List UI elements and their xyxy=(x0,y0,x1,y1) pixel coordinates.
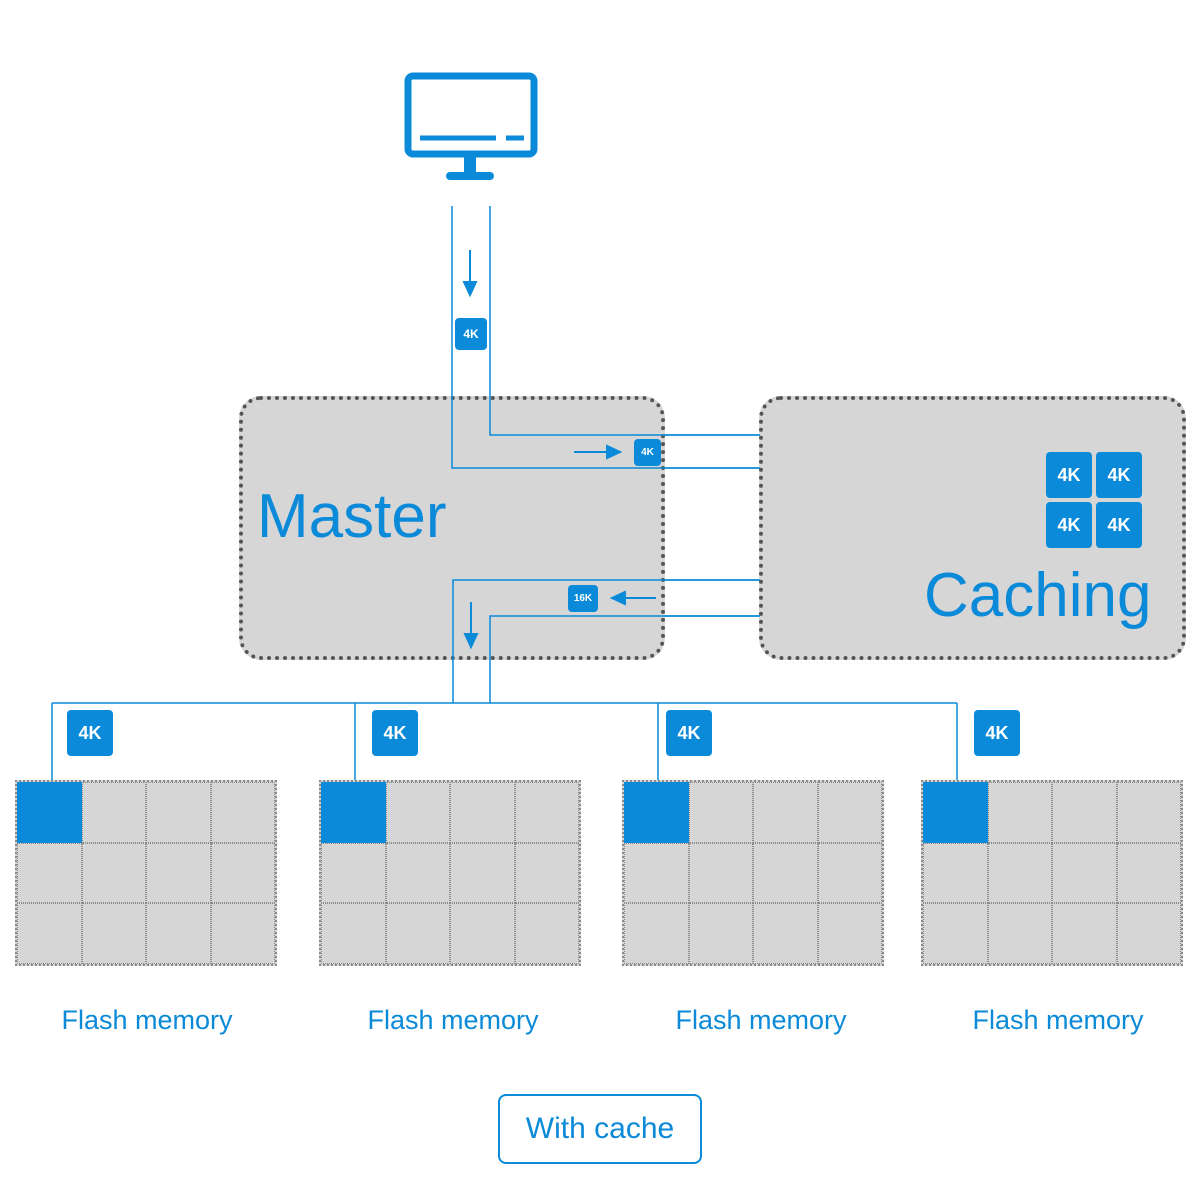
flash-cell xyxy=(753,842,818,904)
flash-cell-written xyxy=(321,782,386,843)
flash-cell xyxy=(688,782,753,843)
flash-cell xyxy=(624,842,689,904)
flash-cell xyxy=(210,782,275,843)
flash-label-3: Flash memory xyxy=(675,1005,847,1035)
flash-cell xyxy=(1116,903,1181,964)
flash-cell xyxy=(321,842,386,904)
flash-cell xyxy=(210,903,275,964)
flash-cell xyxy=(624,903,689,964)
flash-cell xyxy=(1052,782,1117,843)
flash-cell xyxy=(81,903,146,964)
flash-cell-written xyxy=(923,782,988,843)
flash-cell xyxy=(817,842,882,904)
flash-cell xyxy=(817,903,882,964)
flash-label-4: Flash memory xyxy=(972,1005,1144,1035)
cache-block-2: 4K xyxy=(1096,452,1142,498)
flash-cell xyxy=(514,782,579,843)
flash-cell-written xyxy=(624,782,689,843)
flash-write-badge-3: 4K xyxy=(666,710,712,756)
flash-cell xyxy=(987,842,1052,904)
flash-cell xyxy=(450,903,515,964)
cache-block-3: 4K xyxy=(1046,502,1092,548)
flash-write-badge-2: 4K xyxy=(372,710,418,756)
flash-cell xyxy=(81,842,146,904)
flash-cell xyxy=(385,782,450,843)
flash-cell xyxy=(1116,782,1181,843)
to-cache-badge: 4K xyxy=(634,439,661,466)
flash-cell xyxy=(385,842,450,904)
flash-write-badge-4: 4K xyxy=(974,710,1020,756)
host-write-badge: 4K xyxy=(455,318,487,350)
flash-cell xyxy=(987,782,1052,843)
flash-cell-written xyxy=(17,782,82,843)
flash-cell xyxy=(450,842,515,904)
flash-cell xyxy=(923,903,988,964)
flash-cell xyxy=(688,842,753,904)
flash-cell xyxy=(17,903,82,964)
flash-cell xyxy=(146,903,211,964)
flash-cell xyxy=(817,782,882,843)
flash-write-badge-1: 4K xyxy=(67,710,113,756)
flash-cell xyxy=(210,842,275,904)
flash-cell xyxy=(753,782,818,843)
flash-cell xyxy=(17,842,82,904)
with-cache-button[interactable]: With cache xyxy=(498,1094,702,1164)
cache-block-1: 4K xyxy=(1046,452,1092,498)
flash-cell xyxy=(146,782,211,843)
flash-grid-4 xyxy=(921,780,1183,966)
flash-cell xyxy=(688,903,753,964)
flash-label-2: Flash memory xyxy=(367,1005,539,1035)
flash-grid-3 xyxy=(622,780,884,966)
cache-block-4: 4K xyxy=(1096,502,1142,548)
flash-cell xyxy=(81,782,146,843)
flash-cell xyxy=(450,782,515,843)
flash-label-1: Flash memory xyxy=(61,1005,233,1035)
flash-cell xyxy=(1116,842,1181,904)
flash-cell xyxy=(1052,903,1117,964)
flash-cell xyxy=(1052,842,1117,904)
flash-cell xyxy=(514,842,579,904)
flash-cell xyxy=(987,903,1052,964)
flash-grid-1 xyxy=(15,780,277,966)
flash-cell xyxy=(514,903,579,964)
from-cache-badge: 16K xyxy=(568,585,598,612)
flash-cell xyxy=(146,842,211,904)
flash-cell xyxy=(923,842,988,904)
monitor-icon xyxy=(404,72,538,180)
master-title: Master xyxy=(257,482,447,551)
flash-cell xyxy=(385,903,450,964)
flash-grid-2 xyxy=(319,780,581,966)
flash-cell xyxy=(321,903,386,964)
flash-cell xyxy=(753,903,818,964)
caching-title: Caching xyxy=(924,561,1152,630)
